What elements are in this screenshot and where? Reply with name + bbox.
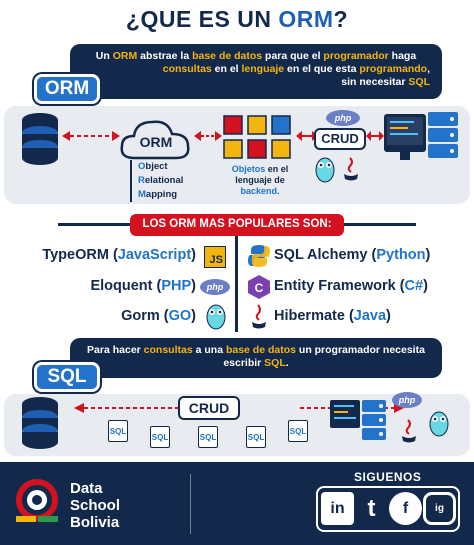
gopher-icon bbox=[315, 157, 335, 183]
sql-file-icon: SQL bbox=[288, 420, 308, 442]
crud-box: CRUD bbox=[314, 128, 366, 150]
popular-orms-heading: LOS ORM MAS POPULARES SON: bbox=[130, 214, 344, 236]
social-box bbox=[316, 486, 460, 532]
orm-eloquent: Eloquent (PHP) bbox=[90, 278, 196, 294]
orm-entity-framework: Entity Framework (C#) bbox=[274, 278, 428, 294]
server-monitor-icon bbox=[384, 112, 458, 160]
instagram-icon[interactable]: ig bbox=[423, 492, 456, 525]
sql-file-icon: SQL bbox=[246, 426, 266, 448]
csharp-icon: C bbox=[248, 275, 270, 299]
orm-sql-alchemy: SQL Alchemy (Python) bbox=[274, 247, 431, 263]
sql-file-icon: SQL bbox=[198, 426, 218, 448]
orm-typeorm: TypeORM (JavaScript) bbox=[42, 247, 196, 263]
orm-acronym: Object Relational Mapping bbox=[138, 161, 184, 200]
python-icon bbox=[248, 245, 270, 267]
php-icon: php bbox=[326, 110, 360, 126]
database-icon bbox=[22, 397, 58, 449]
gopher-icon bbox=[206, 304, 226, 330]
facebook-icon[interactable]: f bbox=[389, 492, 422, 525]
orm-cloud-label: ORM bbox=[139, 134, 173, 150]
linkedin-icon[interactable]: in bbox=[321, 492, 354, 525]
orm-hibermate: Hibermate (Java) bbox=[274, 308, 391, 324]
sql-file-icon: SQL bbox=[108, 420, 128, 442]
title-prefix: ¿QUE ES UN bbox=[125, 6, 279, 32]
popular-divider bbox=[235, 236, 238, 332]
footer-divider bbox=[190, 474, 191, 534]
sql-label-pill: SQL bbox=[34, 362, 100, 392]
orm-definition-banner: Un ORM abstrae la base de datos para que… bbox=[70, 44, 442, 99]
sql-banner-line2: escribir SQL. bbox=[223, 357, 289, 369]
bidirectional-arrow-icon bbox=[366, 131, 384, 141]
follow-label: SIGUENOS bbox=[354, 470, 422, 484]
java-icon bbox=[252, 304, 266, 329]
orm-banner-line2: consultas en el lenguaje en el que esta … bbox=[162, 63, 430, 75]
twitter-icon[interactable]: t bbox=[367, 494, 376, 522]
database-icon bbox=[22, 113, 58, 165]
objects-caption: Objetos en el lenguaje de backend. bbox=[231, 164, 289, 196]
sql-definition-banner: Para hacer consultas a una base de datos… bbox=[70, 338, 442, 378]
orm-banner-line1: Un ORM abstrae la base de datos para que… bbox=[95, 50, 417, 62]
svg-text:C: C bbox=[255, 281, 264, 295]
data-school-bolivia-logo-icon bbox=[16, 479, 58, 522]
php-icon: php bbox=[200, 279, 230, 295]
bidirectional-arrow-icon bbox=[194, 131, 222, 141]
java-icon bbox=[344, 157, 358, 181]
bidirectional-arrow-icon bbox=[62, 131, 120, 141]
brand-name: Data School Bolivia bbox=[70, 480, 121, 531]
orm-label-pill: ORM bbox=[34, 74, 100, 104]
crud-box: CRUD bbox=[178, 396, 240, 420]
title-suffix: ? bbox=[333, 6, 349, 32]
javascript-icon: JS bbox=[204, 246, 226, 268]
title-highlight: ORM bbox=[278, 6, 334, 32]
objects-cubes-icon bbox=[223, 115, 291, 159]
sql-file-icon: SQL bbox=[150, 426, 170, 448]
orm-gorm: Gorm (GO) bbox=[121, 308, 196, 324]
orm-cloud-icon bbox=[120, 120, 190, 160]
orm-banner-line3: sin necesitar SQL bbox=[341, 76, 430, 88]
server-monitor-icon bbox=[330, 400, 386, 440]
sql-banner-line1: Para hacer consultas a una base de datos… bbox=[87, 344, 425, 356]
page-title: ¿QUE ES UN ORM? bbox=[0, 6, 474, 33]
java-icon bbox=[402, 419, 416, 443]
php-icon: php bbox=[392, 392, 422, 408]
gopher-icon bbox=[429, 411, 449, 437]
orm-acronym-line bbox=[130, 160, 132, 202]
